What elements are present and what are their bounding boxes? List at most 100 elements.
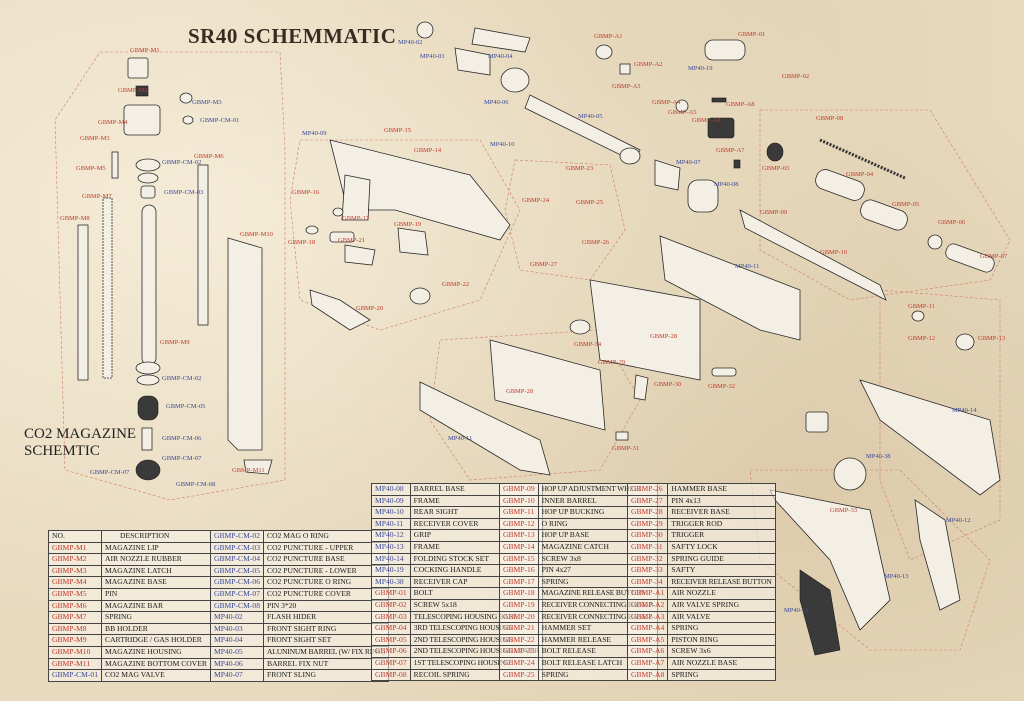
callout-MP40-13: MP40-13	[884, 573, 909, 580]
part-code: GBMP-13	[499, 529, 539, 542]
part-code: GBMP-A2	[626, 598, 669, 612]
part-code: GBMP-27	[626, 494, 669, 508]
part-code: GBMP-11	[499, 506, 539, 519]
callout-GBMP-13: GBMP-13	[978, 335, 1005, 342]
callout-GBMP-05: GBMP-05	[892, 201, 919, 208]
callout-GBMP-18: GBMP-18	[288, 239, 315, 246]
part-description: PIN 4x13	[667, 494, 776, 508]
callout-GBMP-33: GBMP-33	[830, 507, 857, 514]
subtitle-line-1: CO2 MAGAZINE	[24, 426, 137, 442]
header-no: NO.	[48, 530, 102, 543]
part-description: SAFTY LOCK	[667, 540, 776, 554]
part-description: BB HOLDER	[101, 622, 211, 636]
part-description: SAFTY	[667, 564, 776, 577]
part-code: GBMP-CM-06	[210, 576, 264, 589]
part-description: CO2 PUNCTURE - UPPER	[263, 541, 389, 555]
part-description: TRIGGER ROD	[667, 517, 776, 531]
callout-GBMP-CM-02: GBMP-CM-02	[162, 159, 201, 166]
part-code: MP40-11	[371, 517, 411, 531]
callout-GBMP-M3-b: GBMP-M3	[192, 99, 222, 106]
part-code: GBMP-08	[371, 668, 411, 682]
part-description: AIR NOZZLE BASE	[667, 656, 776, 670]
callout-GBMP-31: GBMP-31	[612, 445, 639, 452]
callout-GBMP-M4: GBMP-M4	[98, 119, 128, 126]
callout-GBMP-12: GBMP-12	[908, 335, 935, 342]
part-code: GBMP-33	[626, 564, 669, 577]
part-code: GBMP-A6	[626, 645, 669, 658]
part-description: MAGAZINE BOTTOM COVER	[101, 657, 211, 671]
callout-MP40-05: MP40-05	[578, 113, 603, 120]
part-code: GBMP-32	[626, 552, 669, 566]
part-code: MP40-12	[371, 529, 411, 542]
part-description: MAGAZINE HOUSING	[101, 645, 211, 659]
part-code: MP40-14	[371, 552, 411, 566]
part-description: FLASH HIDER	[263, 611, 389, 624]
bolt-parts	[687, 138, 995, 351]
callout-MP40-12: MP40-12	[784, 607, 809, 614]
part-description: CO2 PUNCTURE BASE	[263, 553, 389, 566]
part-description: AIR VALVE SPRING	[667, 598, 776, 612]
part-code: MP40-38	[371, 575, 411, 589]
callout-GBMP-CM-05: GBMP-CM-06	[162, 435, 202, 442]
callout-GBMP-28b: GBMP-28	[650, 333, 677, 340]
part-code: GBMP-34	[626, 575, 669, 589]
table-header-row: NO. DESCRIPTION	[48, 530, 211, 543]
part-code: GBMP-17	[499, 575, 539, 589]
callout-GBMP-26: GBMP-26	[582, 239, 610, 246]
callout-GBMP-M11: GBMP-M11	[232, 467, 265, 474]
part-code: GBMP-12	[499, 517, 539, 531]
frame-parts	[305, 139, 511, 331]
part-code: GBMP-06	[371, 645, 411, 658]
part-description: SPRING	[101, 611, 211, 624]
part-code: GBMP-22	[499, 633, 539, 647]
callout-GBMP-A2: GBMP-A2	[634, 61, 663, 68]
callout-GBMP-20: GBMP-20	[356, 305, 383, 312]
callout-GBMP-09: GBMP-09	[760, 209, 787, 216]
part-code: MP40-05	[210, 645, 264, 659]
part-code: GBMP-A5	[626, 633, 669, 647]
part-code: GBMP-23	[499, 645, 539, 658]
part-description: SPRING	[667, 622, 776, 635]
part-description: ALUNINUM BARREL (W/ FIX RING)	[263, 645, 389, 659]
part-code: GBMP-19	[499, 598, 539, 612]
part-description: TRIGGER	[667, 529, 776, 542]
callout-MP40-38: MP40-38	[866, 453, 891, 460]
part-code: MP40-09	[371, 494, 411, 508]
part-code: GBMP-M2	[48, 553, 102, 566]
part-code: MP40-03	[210, 622, 264, 636]
callout-GBMP-06: GBMP-06	[938, 219, 966, 226]
part-description: CO2 PUNCTURE COVER	[263, 587, 389, 601]
part-code: GBMP-CM-03	[210, 541, 264, 555]
callout-GBMP-A1: GBMP-A1	[594, 33, 623, 40]
callout-GBMP-08: GBMP-08	[816, 115, 843, 122]
part-code: GBMP-26	[626, 483, 669, 496]
part-code: GBMP-M9	[48, 634, 102, 647]
callout-GBMP-A3: GBMP-A3	[612, 83, 641, 90]
callout-GBMP-22: GBMP-22	[442, 281, 469, 288]
part-code: MP40-07	[210, 669, 264, 682]
part-code: GBMP-30	[626, 529, 669, 542]
part-code: GBMP-16	[499, 564, 539, 577]
callout-GBMP-M10: GBMP-M10	[240, 231, 273, 238]
callout-GBMP-CM-08: GBMP-CM-08	[176, 481, 215, 488]
